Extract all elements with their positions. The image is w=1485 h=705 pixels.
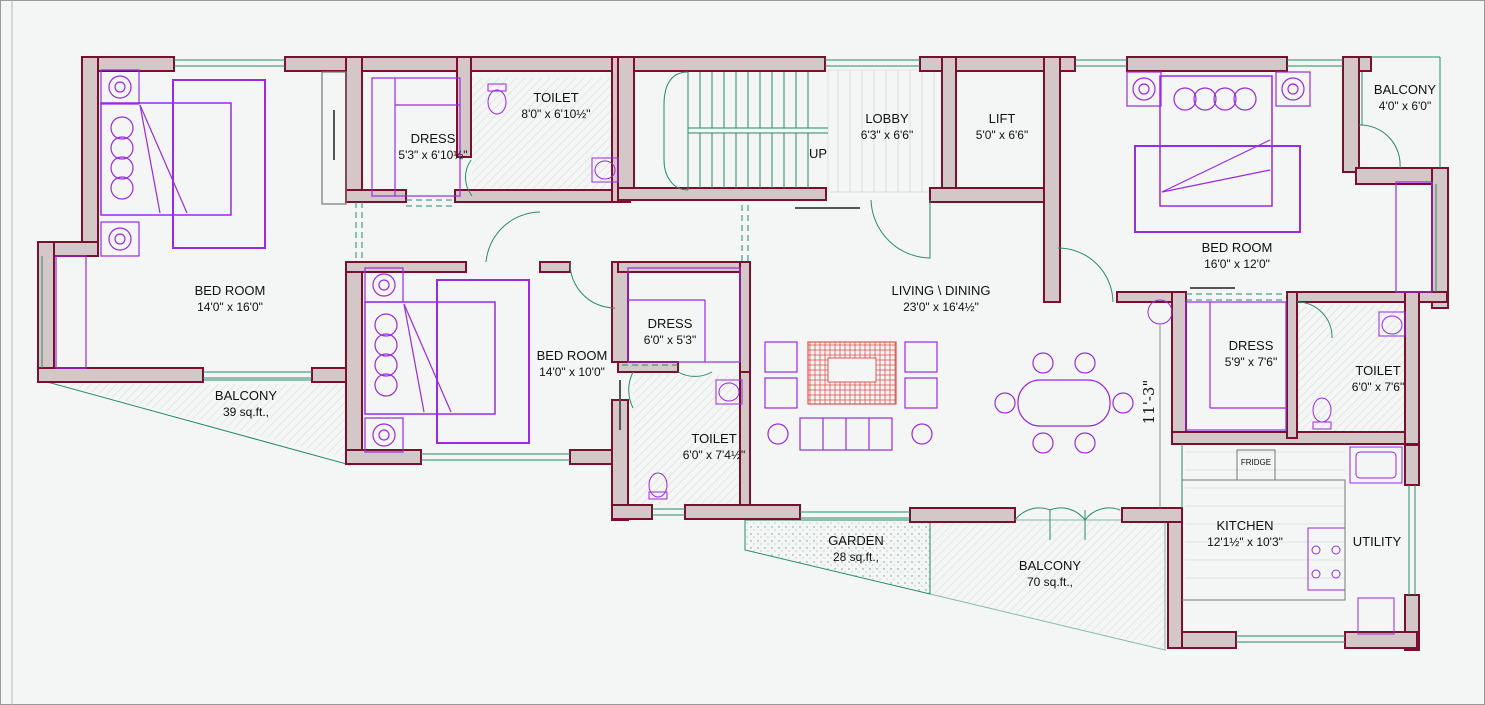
balcony-left-area — [39, 379, 351, 466]
dress-top-size: 5'3" x 6'10½" — [398, 148, 467, 162]
lift-name: LIFT — [989, 111, 1016, 126]
fridge-label: FRIDGE — [1241, 458, 1271, 467]
lobby-tiles — [837, 70, 935, 192]
wardrobes — [55, 77, 1433, 431]
bed-mid-name: BED ROOM — [537, 348, 608, 363]
toilet-top-size: 8'0" x 6'10½" — [521, 107, 590, 121]
balcony-mid-name: BALCONY — [1019, 558, 1081, 573]
dress-mid-name: DRESS — [648, 316, 693, 331]
lift-size: 5'0" x 6'6" — [976, 128, 1028, 142]
balcony-mid-size: 70 sq.ft., — [1027, 575, 1073, 589]
balcony-right-size: 4'0" x 6'0" — [1379, 99, 1431, 113]
toilet-mid-name: TOILET — [691, 431, 736, 446]
dimension-label: 11'-3" — [1140, 380, 1158, 425]
garden-name: GARDEN — [828, 533, 884, 548]
toilet-right-name: TOILET — [1355, 363, 1400, 378]
dress-right-name: DRESS — [1229, 338, 1274, 353]
center-table — [827, 357, 877, 383]
stair-up-label: UP — [809, 146, 827, 161]
living-name: LIVING \ DINING — [892, 283, 991, 298]
living-size: 23'0" x 16'4½" — [903, 300, 979, 314]
balcony-left-size: 39 sq.ft., — [223, 405, 269, 419]
bed-left-name: BED ROOM — [195, 283, 266, 298]
toilet-mid-size: 6'0" x 7'4½" — [683, 448, 745, 462]
toilet-mid-floor — [633, 375, 745, 505]
bed-right-size: 16'0" x 12'0" — [1204, 257, 1270, 271]
openings — [355, 199, 1287, 366]
kitchen-tiles — [1185, 451, 1345, 579]
dining-table — [994, 352, 1134, 454]
balcony-left-name: BALCONY — [215, 388, 277, 403]
dress-right-size: 5'9" x 7'6" — [1225, 355, 1277, 369]
tv-unit-left — [321, 71, 347, 205]
windows — [41, 56, 1441, 643]
kitchen-name: KITCHEN — [1216, 518, 1273, 533]
bed-mid — [364, 267, 530, 453]
garden-size: 28 sq.ft., — [833, 550, 879, 564]
walls — [37, 56, 1449, 651]
dress-top-name: DRESS — [411, 131, 456, 146]
staircase — [663, 71, 828, 191]
kitchen-counter — [1182, 479, 1346, 601]
bed-left-size: 14'0" x 16'0" — [197, 300, 263, 314]
lobby-name: LOBBY — [865, 111, 909, 126]
kitchen-size: 12'1½" x 10'3" — [1207, 535, 1283, 549]
toilet-top-name: TOILET — [533, 90, 578, 105]
bed-right-name: BED ROOM — [1202, 240, 1273, 255]
toilet-right-size: 6'0" x 7'6" — [1352, 380, 1404, 394]
lobby-size: 6'3" x 6'6" — [861, 128, 913, 142]
balcony-mid-area — [929, 519, 1166, 651]
sanitary-fixtures — [487, 83, 1406, 635]
furniture — [55, 69, 1433, 454]
dress-mid-size: 6'0" x 5'3" — [644, 333, 696, 347]
toilet-right-floor — [1298, 305, 1406, 433]
bed-mid-size: 14'0" x 10'0" — [539, 365, 605, 379]
room-labels: BED ROOM 14'0" x 16'0" BALCONY 39 sq.ft.… — [195, 82, 1437, 589]
balcony-right-name: BALCONY — [1374, 82, 1436, 97]
toilet-top-floor — [472, 78, 617, 196]
utility-name: UTILITY — [1353, 534, 1402, 549]
door-swings — [465, 124, 1401, 540]
bed-left — [100, 69, 266, 257]
bed-right — [1126, 71, 1311, 233]
sofa-set — [764, 341, 938, 451]
